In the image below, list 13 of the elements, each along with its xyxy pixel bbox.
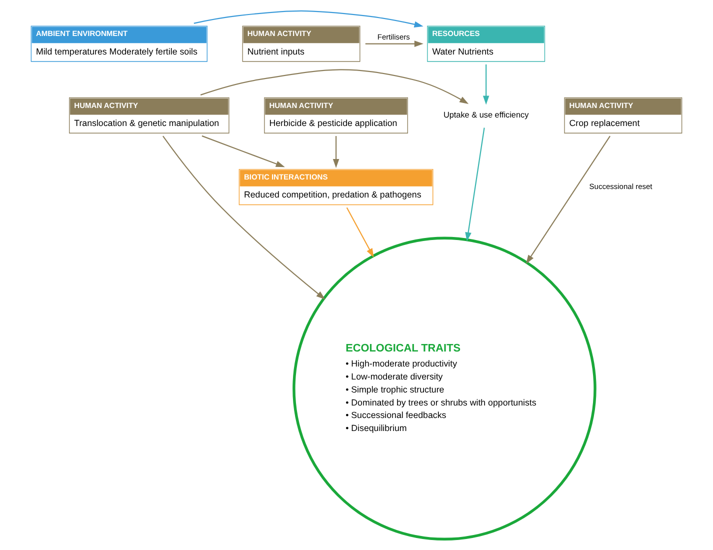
arrow — [365, 40, 424, 47]
arrow — [346, 207, 374, 258]
arrow — [465, 128, 485, 242]
node-circle: ECOLOGICAL TRAITS • High-moderate productivity • Low-moderate diversity • Simple trophic structure • Dominated by trees or shrubs with opportunists • Successional feedbacks • Disequilibrium — [292, 236, 596, 541]
arrow — [482, 64, 490, 105]
arrow — [200, 69, 469, 104]
arrow — [526, 136, 610, 264]
arrow — [332, 136, 340, 168]
edge-label: Fertilisers — [377, 32, 410, 42]
arrow — [194, 10, 424, 28]
edge-label: Successional reset — [589, 182, 652, 191]
arrow — [162, 136, 326, 300]
arrow — [202, 135, 285, 168]
